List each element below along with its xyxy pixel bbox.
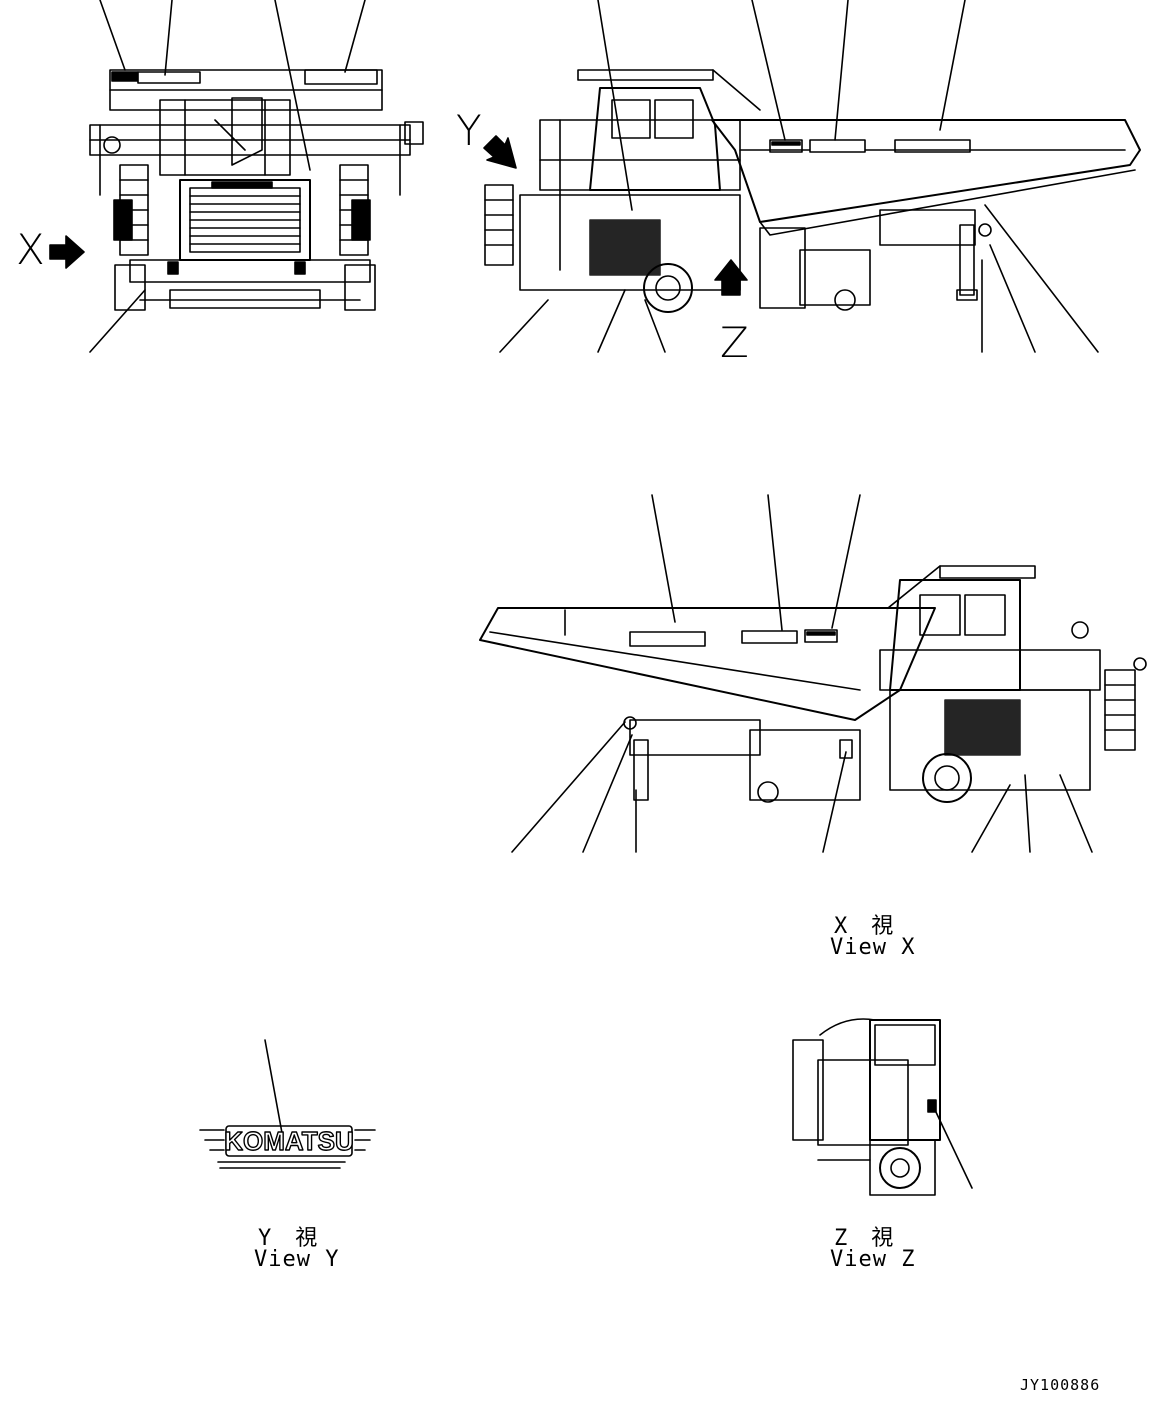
view-x-title-jp: X 視 bbox=[834, 914, 895, 939]
view-x-title-en: View X bbox=[830, 935, 916, 960]
drawing-number: JY100886 bbox=[1020, 1376, 1101, 1394]
view-z-title-jp: Z 視 bbox=[834, 1226, 895, 1251]
view-x-truck bbox=[479, 494, 1147, 853]
view-y-title-en: View Y bbox=[254, 1247, 340, 1272]
arrow-x-label: X bbox=[16, 225, 45, 274]
arrow-x-icon bbox=[49, 235, 85, 269]
arrow-z-label: Z bbox=[720, 318, 749, 367]
view-z-title-en: View Z bbox=[830, 1247, 916, 1272]
arrow-y-label: Y bbox=[456, 106, 482, 155]
view-y-brand-decal: KOMATSU bbox=[224, 1126, 354, 1156]
left-side-view-truck bbox=[484, 0, 1141, 353]
front-view-truck bbox=[89, 0, 424, 353]
arrow-z-icon bbox=[714, 259, 748, 296]
view-y-title-jp: Y 視 bbox=[258, 1226, 319, 1251]
view-y-decal: KOMATSU bbox=[199, 1039, 376, 1169]
view-z-component bbox=[792, 1018, 973, 1196]
arrow-y-icon bbox=[483, 135, 517, 169]
